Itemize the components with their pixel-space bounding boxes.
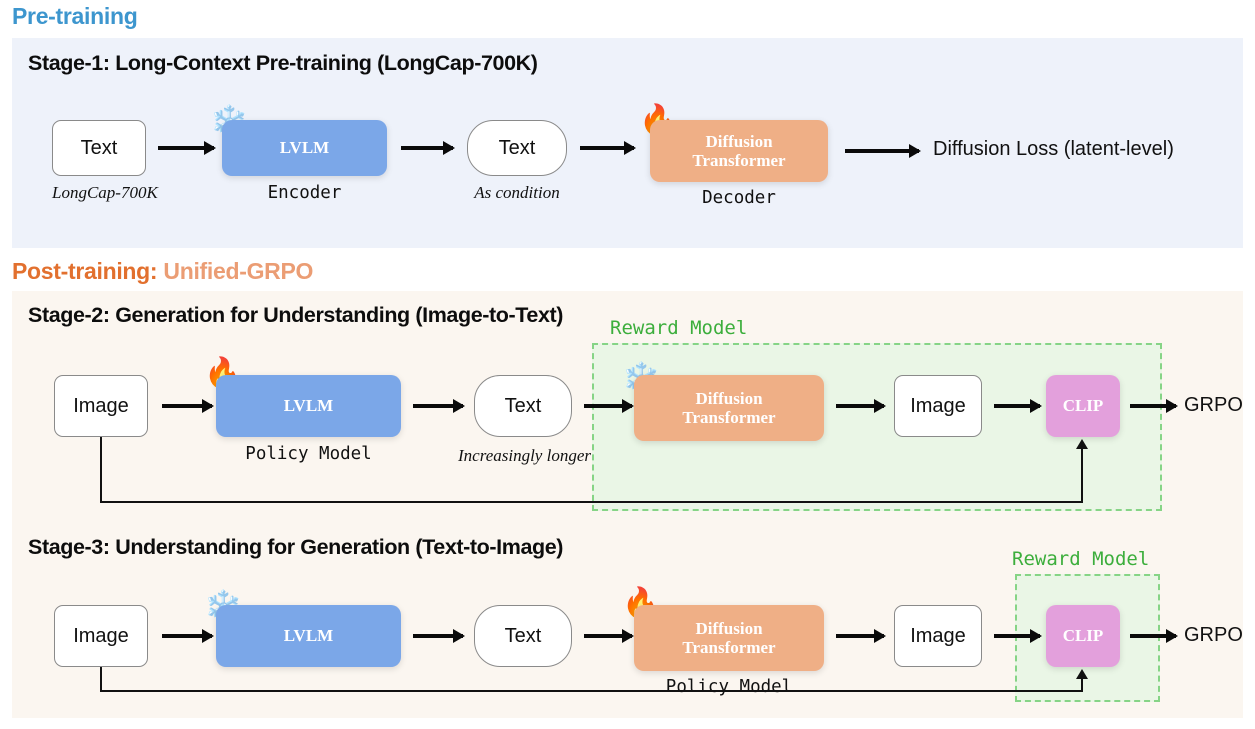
stage1-dit-caption: Decoder bbox=[702, 188, 776, 208]
posttraining-panel: Stage-2: Generation for Understanding (I… bbox=[12, 291, 1243, 718]
stage3-mid-text-box: Text bbox=[474, 605, 572, 667]
stage1-mid-text-label: Text bbox=[498, 136, 536, 159]
stage1-mid-caption: As condition bbox=[474, 183, 560, 202]
stage1-mid-text-box: Text bbox=[467, 120, 567, 176]
stage2-clip-label: CLIP bbox=[1062, 396, 1104, 416]
stage1-dit-line1: Diffusion bbox=[705, 131, 773, 151]
stage1-dit-line2: Transformer bbox=[692, 151, 786, 170]
stage2-arrow-3 bbox=[584, 404, 632, 408]
stage-3-heading: Stage-3: Understanding for Generation (T… bbox=[28, 535, 564, 559]
stage3-dit-caption: Policy Model bbox=[665, 677, 793, 697]
stage3-diffusion-transformer-block: Diffusion Transformer bbox=[634, 605, 824, 671]
stage3-mid-text-label: Text bbox=[504, 624, 542, 647]
stage2-mid-text-box: Text bbox=[474, 375, 572, 437]
stage1-output-label: Diffusion Loss (latent-level) bbox=[933, 138, 1174, 160]
stage2-arrow-2 bbox=[413, 404, 463, 408]
stage1-lvlm-label: LVLM bbox=[279, 138, 330, 158]
stage3-lvlm-block: LVLM bbox=[216, 605, 401, 667]
stage2-lvlm-label: LVLM bbox=[283, 396, 334, 416]
stage2-feedback-line-horizontal bbox=[100, 501, 1083, 504]
posttraining-title-accent: Unified-GRPO bbox=[163, 258, 314, 284]
stage3-clip-block: CLIP bbox=[1046, 605, 1120, 667]
stage1-arrow-4 bbox=[845, 149, 919, 153]
stage2-arrow-4 bbox=[836, 404, 884, 408]
stage3-input-image-box: Image bbox=[54, 605, 148, 667]
stage3-feedback-line-vertical-right bbox=[1081, 679, 1084, 692]
stage1-input-text-label: Text bbox=[80, 136, 118, 159]
stage3-feedback-arrowhead bbox=[1076, 669, 1088, 679]
stage3-arrow-4 bbox=[836, 634, 884, 638]
stage3-feedback-line-horizontal bbox=[100, 690, 1083, 693]
stage2-generated-image-box: Image bbox=[894, 375, 982, 437]
stage3-clip-label: CLIP bbox=[1062, 626, 1104, 646]
stage3-arrow-5 bbox=[994, 634, 1040, 638]
stage1-arrow-1 bbox=[158, 146, 214, 150]
posttraining-title-main: Post-training: bbox=[12, 258, 158, 284]
stage-1-panel: Stage-1: Long-Context Pre-training (Long… bbox=[12, 38, 1243, 248]
stage1-lvlm-block: LVLM bbox=[222, 120, 387, 176]
stage3-lvlm-label: LVLM bbox=[283, 626, 334, 646]
stage1-input-caption: LongCap-700K bbox=[52, 183, 158, 202]
stage3-output-label: GRPO bbox=[1184, 624, 1243, 646]
stage1-arrow-2 bbox=[401, 146, 453, 150]
stage1-arrow-3 bbox=[580, 146, 634, 150]
stage2-diffusion-transformer-block: Diffusion Transformer bbox=[634, 375, 824, 441]
stage2-dit-line2: Transformer bbox=[682, 408, 776, 427]
pretraining-section-title: Pre-training bbox=[12, 3, 138, 29]
stage3-reward-model-label: Reward Model bbox=[1012, 548, 1150, 570]
stage1-lvlm-caption: Encoder bbox=[267, 183, 342, 203]
stage3-arrow-6 bbox=[1130, 634, 1176, 638]
stage2-lvlm-caption: Policy Model bbox=[245, 444, 372, 464]
stage2-mid-text-label: Text bbox=[504, 394, 542, 417]
stage2-arrow-5 bbox=[994, 404, 1040, 408]
stage2-lvlm-block: LVLM bbox=[216, 375, 401, 437]
stage2-feedback-arrowhead bbox=[1076, 439, 1088, 449]
stage2-dit-line1: Diffusion bbox=[695, 388, 763, 408]
stage3-arrow-1 bbox=[162, 634, 212, 638]
stage2-feedback-line-vertical-right bbox=[1081, 449, 1084, 503]
stage3-generated-image-label: Image bbox=[910, 624, 966, 647]
stage-1-heading: Stage-1: Long-Context Pre-training (Long… bbox=[28, 51, 538, 75]
stage2-feedback-line-vertical-left bbox=[100, 437, 103, 503]
stage3-dit-line2: Transformer bbox=[682, 638, 776, 657]
stage3-generated-image-box: Image bbox=[894, 605, 982, 667]
stage2-input-image-label: Image bbox=[73, 394, 129, 417]
posttraining-section-title: Post-training: Unified-GRPO bbox=[12, 258, 313, 285]
stage2-input-image-box: Image bbox=[54, 375, 148, 437]
stage2-generated-image-label: Image bbox=[910, 394, 966, 417]
stage2-output-label: GRPO bbox=[1184, 394, 1243, 416]
stage2-clip-block: CLIP bbox=[1046, 375, 1120, 437]
stage3-dit-line1: Diffusion bbox=[695, 618, 763, 638]
stage2-reward-model-label: Reward Model bbox=[610, 317, 748, 339]
stage3-input-image-label: Image bbox=[73, 624, 129, 647]
stage3-feedback-line-vertical-left bbox=[100, 667, 103, 692]
stage2-mid-caption: Increasingly longer bbox=[458, 446, 591, 465]
stage2-arrow-1 bbox=[162, 404, 212, 408]
stage3-arrow-3 bbox=[584, 634, 632, 638]
stage-2-heading: Stage-2: Generation for Understanding (I… bbox=[28, 303, 564, 327]
stage1-input-text-box: Text bbox=[52, 120, 146, 176]
stage2-arrow-6 bbox=[1130, 404, 1176, 408]
stage1-diffusion-transformer-block: Diffusion Transformer bbox=[650, 120, 828, 182]
stage3-arrow-2 bbox=[413, 634, 463, 638]
